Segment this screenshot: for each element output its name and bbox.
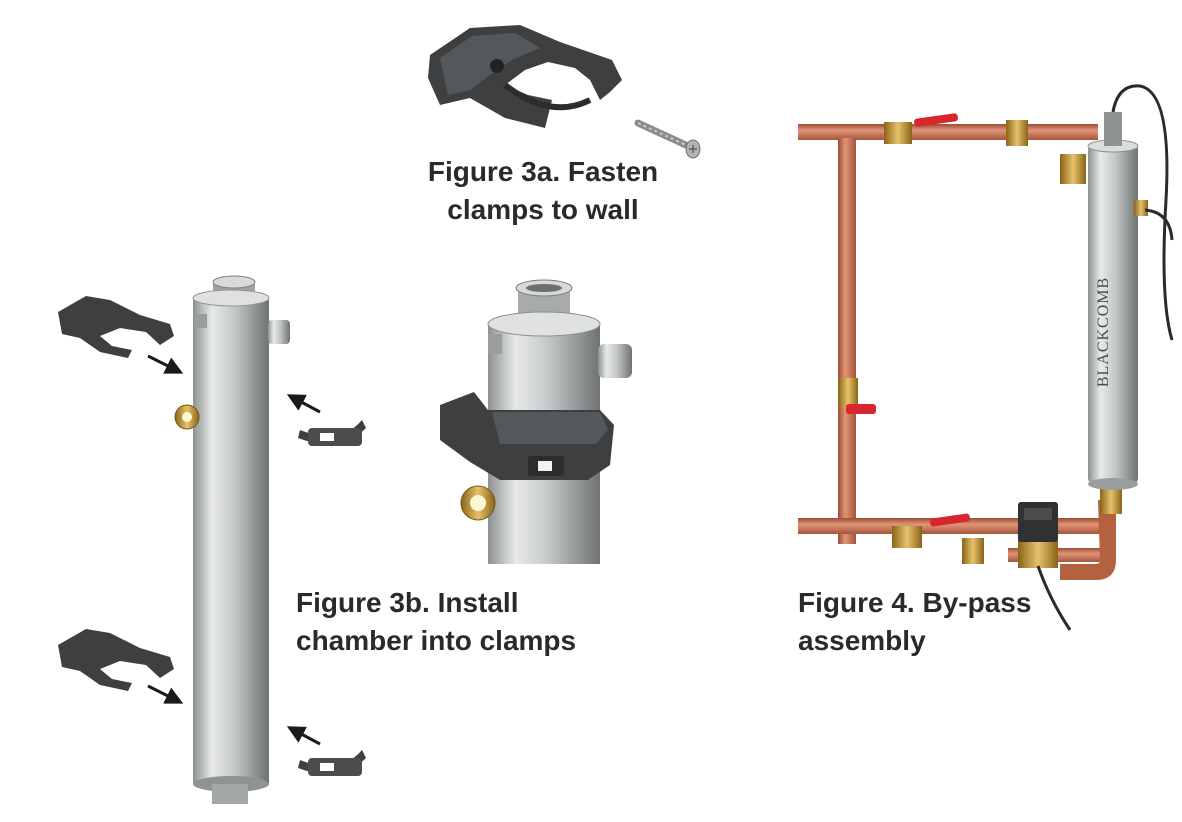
caption-figure-3b: Figure 3b. Install chamber into clamps: [296, 584, 576, 660]
uv-chamber: [174, 275, 290, 804]
solenoid-valve: [1018, 502, 1058, 542]
figure-3a: [428, 25, 701, 159]
valve-handle-top: [914, 113, 958, 127]
caption-4-line1: Figure 4. By-pass: [798, 587, 1032, 618]
figure-3b: [58, 275, 632, 804]
pipe-top: [798, 124, 1098, 140]
caption-figure-4: Figure 4. By-pass assembly: [798, 584, 1031, 660]
arrow-upper-right: [286, 394, 321, 414]
svg-text:BLACKCOMB: BLACKCOMB: [1095, 277, 1112, 387]
figure-4: [798, 84, 1174, 631]
wall-clamp-3a: [428, 25, 622, 128]
caption-figure-3a: Figure 3a. Fasten clamps to wall: [427, 153, 659, 229]
uv-unit: [1087, 112, 1148, 490]
arrow-lower-left: [147, 684, 184, 704]
strap-clamp-upper: [298, 420, 366, 446]
caption-3a-line1: Figure 3a. Fasten: [427, 156, 659, 187]
arrow-lower-right: [286, 726, 321, 746]
valve-handle-bottom: [930, 513, 970, 527]
zoom-detail: [440, 279, 632, 564]
strap-clamp-lower: [298, 750, 366, 776]
power-cord: [1111, 84, 1174, 341]
pipe-left-vertical: [838, 138, 856, 544]
wall-clamp-lower: [58, 629, 174, 691]
caption-3b-line1: Figure 3b. Install: [296, 587, 519, 618]
caption-4-line2: assembly: [798, 625, 926, 656]
caption-3a-line2: clamps to wall: [447, 194, 639, 225]
screw: [634, 119, 701, 159]
valve-handle-middle: [846, 404, 876, 414]
arrow-upper-left: [147, 354, 184, 374]
blackcomb-logo: BLACKCOMB: [1095, 277, 1112, 387]
caption-3b-line2: chamber into clamps: [296, 625, 577, 656]
pipe-elbow: [1060, 500, 1116, 580]
wall-clamp-upper: [58, 296, 174, 358]
